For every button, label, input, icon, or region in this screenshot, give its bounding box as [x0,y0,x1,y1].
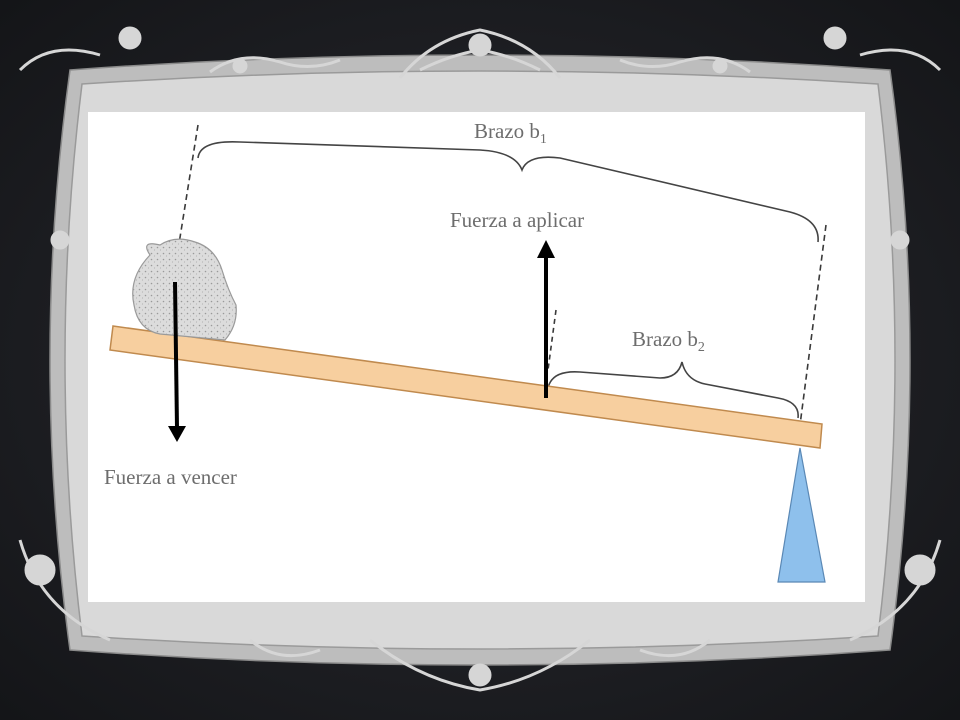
arrow-fuerza-aplicar-head [537,240,555,258]
fulcrum [777,447,826,583]
label-fuerza-aplicar: Fuerza a aplicar [450,208,584,232]
rock [132,238,237,341]
arrow-fuerza-vencer [173,281,179,429]
label-brazo-b2: Brazo b2 [632,327,705,355]
brace-b1 [197,141,819,243]
frame-ornament-top [18,26,942,79]
frame-ornament-bottom [18,230,942,692]
label-fuerza-vencer: Fuerza a vencer [104,465,237,489]
label-brazo-b1: Brazo b1 [474,119,547,147]
arrow-fuerza-vencer-head [168,426,186,442]
right-dashed-line [799,224,827,426]
middle-dashed-line [547,309,557,371]
lever-board [109,325,823,449]
brace-b2 [547,361,799,419]
